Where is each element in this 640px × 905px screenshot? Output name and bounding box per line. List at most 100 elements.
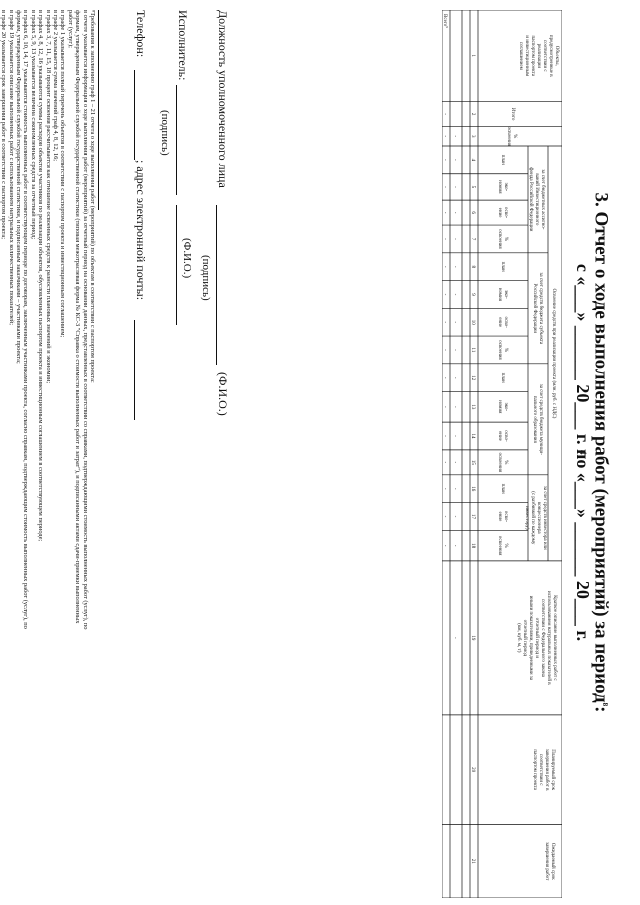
table-cell-dash: -: [452, 294, 457, 296]
column-number: 16: [470, 486, 475, 492]
position-fio-label: (Ф.И.О.): [216, 372, 230, 416]
position-label: Должность уполномоченного лица: [216, 10, 230, 188]
total-cell-dash: -: [442, 377, 447, 379]
rf-budget-header: за счет средств бюджета субъектаРоссийск…: [532, 272, 543, 344]
table-cell-dash: -: [452, 461, 457, 463]
column-number: 7: [470, 238, 475, 241]
column-number: 11: [470, 348, 475, 353]
table-cell-dash: -: [452, 186, 457, 188]
pct-subheader: %освоения: [497, 536, 508, 556]
fund-header: за счет бюджетных ассигно-ваний Инвестиц…: [528, 167, 545, 231]
phone-line[interactable]: [134, 70, 135, 160]
column-number: 1: [470, 55, 475, 58]
table-cell-dash: -: [452, 135, 457, 137]
executor-fio-caption: (Ф.И.О.): [181, 238, 193, 279]
email-label: ; адрес электронной почты:: [134, 160, 148, 301]
table-cell-dash: -: [452, 266, 457, 268]
plan-subheader: план: [500, 262, 505, 272]
footnote-line: формам, утвержденным Федеральной службой…: [14, 10, 22, 364]
email-line[interactable]: [134, 320, 135, 420]
total-cell-dash: -: [442, 135, 447, 137]
footnote-line: ⁸Требования к заполнению граф 1 – 21 отч…: [89, 10, 96, 383]
total-cell-dash: -: [442, 238, 447, 240]
economy-subheader: эко-номия: [497, 180, 508, 194]
total-cell-dash: -: [442, 461, 447, 463]
column-number: 8: [470, 265, 475, 268]
column-number: 17: [470, 514, 475, 520]
total-cell-dash: -: [442, 294, 447, 296]
column-number: 3: [470, 135, 475, 138]
report-period: с «___» ______ 20___ г. по «___» ______ …: [573, 263, 593, 642]
total-cell-dash: -: [442, 516, 447, 518]
pct-subheader: %освоения: [497, 453, 508, 473]
total-cell-dash: -: [442, 159, 447, 161]
total-cell-dash: -: [442, 113, 447, 115]
expected-term-header: Ожидаемый срокзавершения работ: [544, 842, 555, 881]
footnote-line: в графе 1 указывается полный перечень об…: [59, 10, 67, 338]
executor-fio-line[interactable]: [176, 205, 177, 325]
footnote-rule: [98, 10, 99, 210]
table-cell-dash: -: [452, 349, 457, 351]
total-cell-dash: -: [442, 212, 447, 214]
table-cell-dash: -: [452, 321, 457, 323]
spent-subheader: осво-ение: [497, 511, 508, 523]
column-number: 13: [470, 404, 475, 410]
total-cell-dash: -: [442, 435, 447, 437]
footnote-line: в графе 19 указывается описание выполнен…: [7, 10, 15, 325]
table-cell-dash: -: [452, 377, 457, 379]
table-cell-dash: -: [452, 545, 457, 547]
footnotes: ⁸Требования к заполнению граф 1 – 21 отч…: [0, 10, 96, 895]
plan-subheader: план: [500, 484, 505, 494]
sources-header: Освоение средств при реализации проекта …: [551, 288, 556, 418]
investor-header: за счет средств инвестора иликонцессионе…: [524, 486, 547, 550]
table-cell-dash: -: [452, 212, 457, 214]
footnote-line: в графе 20 указывается срок завершения р…: [0, 10, 8, 239]
column-number: 9: [470, 293, 475, 296]
footnote-line: формам, утвержденным Федеральной службой…: [74, 10, 82, 624]
total-cell-dash: -: [442, 186, 447, 188]
spent-subheader: осво-ение: [497, 317, 508, 329]
plan-subheader: план: [500, 373, 505, 383]
objects-header: Объекты,предусмотренные всоответствии ср…: [518, 35, 559, 77]
economy-subheader: эко-номия: [497, 400, 508, 414]
column-number: 12: [470, 375, 475, 381]
total-cell-dash: -: [442, 349, 447, 351]
executor-signature-line[interactable]: [176, 85, 177, 195]
muni-budget-header: за счет средств бюджета муници-пального …: [532, 384, 543, 455]
description-header: Краткое описание выполненных работ сиспо…: [516, 591, 557, 685]
spent-subheader: осво-ение: [497, 430, 508, 442]
footnote-line: в графах 3, 7, 11, 15, 18 процент освоен…: [44, 10, 52, 384]
total-row-label: Всего9: [442, 14, 449, 28]
total-header: Итого: [510, 108, 515, 121]
plan-subheader: план: [500, 155, 505, 165]
pct-subheader: %освоения: [497, 229, 508, 249]
column-number: 6: [470, 211, 475, 214]
column-number: 21: [470, 859, 475, 865]
progress-table: Объекты,предусмотренные всоответствии ср…: [442, 10, 562, 898]
total-cell-dash: -: [442, 545, 447, 547]
column-number: 19: [470, 635, 475, 641]
table-cell-dash: -: [452, 637, 457, 639]
total-cell-dash: -: [442, 266, 447, 268]
spent-subheader: осво-ение: [497, 207, 508, 219]
footnote-line: работ (услуг);: [66, 10, 74, 48]
footnote-line: в графе 2 указывается сумма значений гра…: [51, 10, 59, 162]
executor-signature-caption: (подпись): [159, 110, 171, 156]
table-cell-dash: -: [452, 516, 457, 518]
footnote-line: в графах 4, 8, 12, 16 указываются суммы …: [37, 10, 45, 542]
column-number: 14: [470, 433, 475, 439]
column-number: 20: [470, 767, 475, 773]
economy-subheader: эко-номия: [497, 288, 508, 302]
total-cell-dash: -: [442, 488, 447, 490]
footnote-line: в графах 6, 10, 14, 17 указываются стоим…: [22, 10, 30, 629]
table-cell-dash: -: [452, 159, 457, 161]
table-cell-dash: -: [452, 406, 457, 408]
column-number: 15: [470, 460, 475, 466]
total-cell-dash: -: [442, 321, 447, 323]
phone-label: Телефон:: [134, 10, 148, 58]
position-signature-line[interactable]: [216, 205, 217, 365]
pct-header: %освоения: [506, 126, 517, 146]
table-cell-dash: -: [452, 435, 457, 437]
table-cell-dash: -: [452, 238, 457, 240]
